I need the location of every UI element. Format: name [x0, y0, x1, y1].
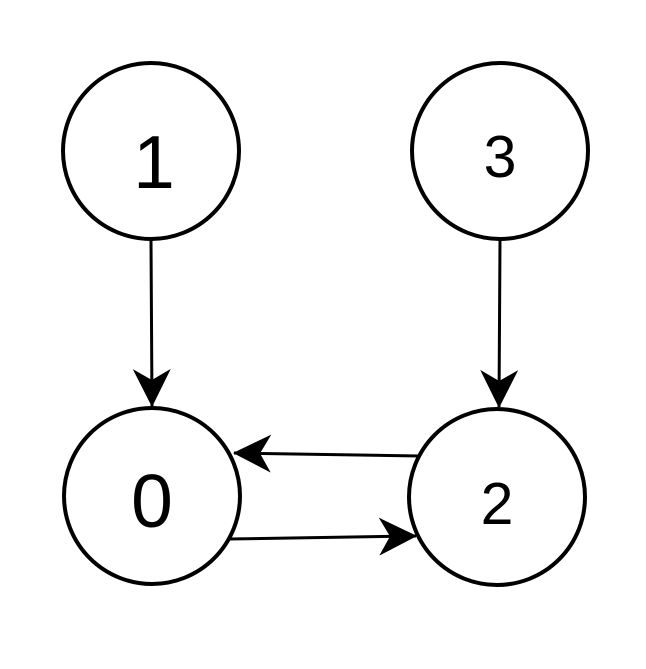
edge-1-to-0 — [132, 239, 171, 407]
node-0-circle — [62, 406, 242, 586]
node-2-label: 2 — [481, 471, 514, 537]
node-3-circle — [410, 61, 590, 241]
edge-3-to-2 — [480, 239, 519, 408]
edge-2-to-0 — [233, 434, 420, 473]
node-1-label: 1 — [133, 120, 175, 204]
node-2-circle — [407, 407, 587, 587]
node-0-label: 0 — [131, 459, 173, 543]
node-1-circle — [61, 61, 241, 241]
edge-0-to-2 — [227, 517, 417, 556]
node-3-label: 3 — [484, 124, 517, 190]
